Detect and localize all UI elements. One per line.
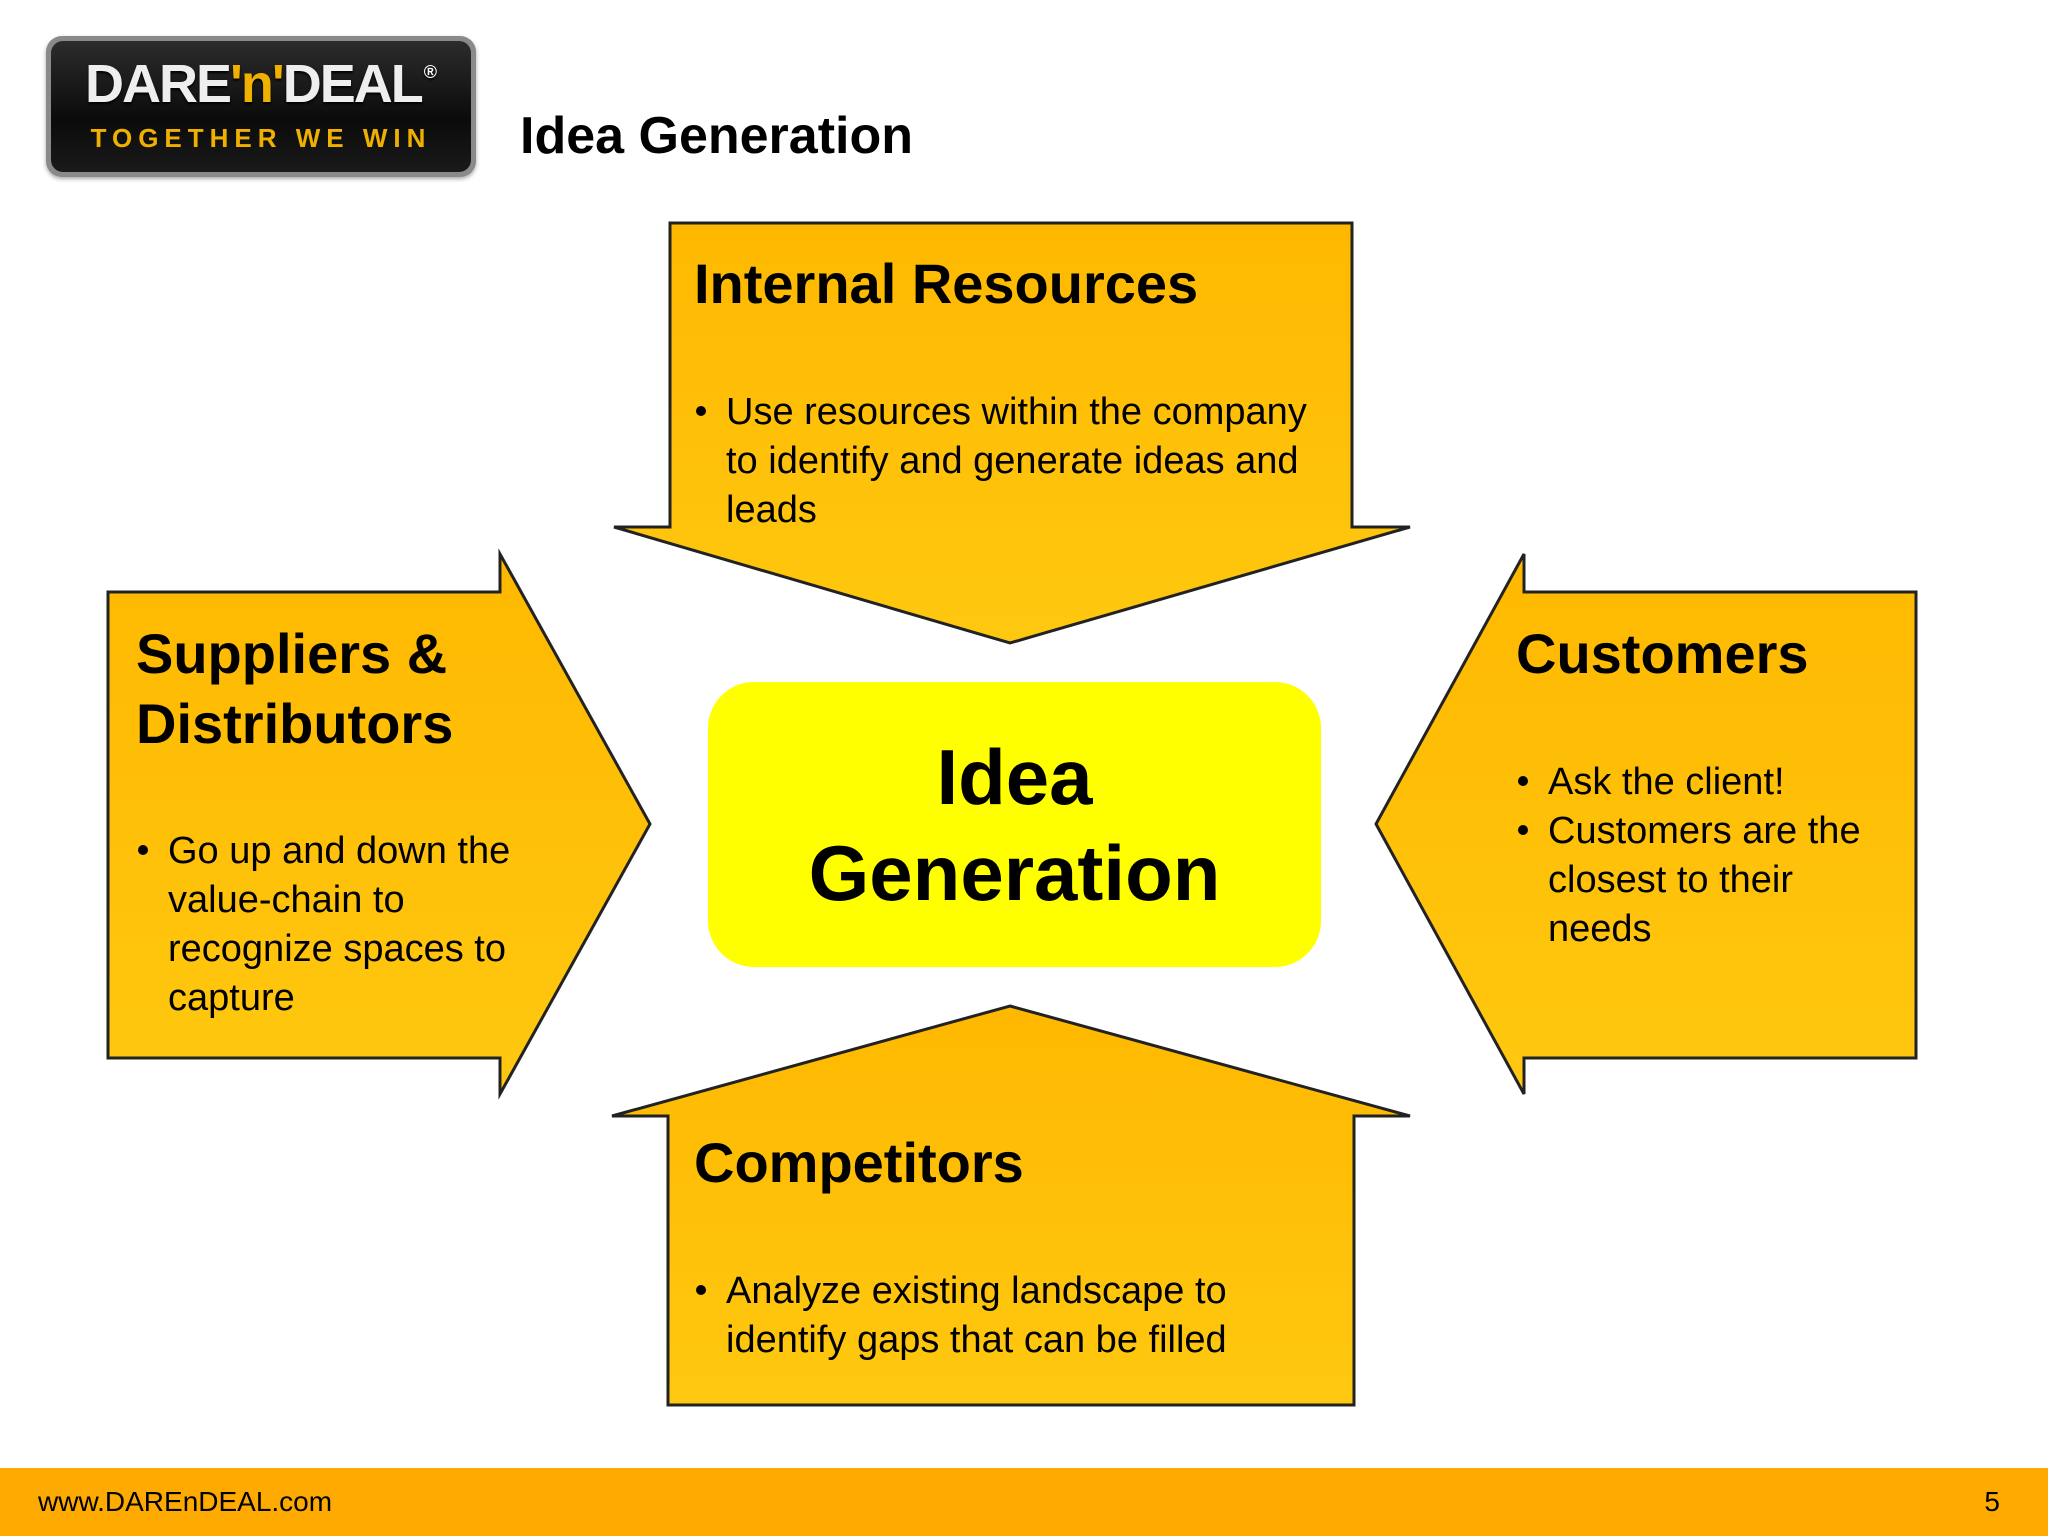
idea-generation-center: Idea Generation [708,682,1321,967]
suppliers-distributors-bullets: Go up and down the value-chain to recogn… [136,827,516,1023]
bullet-item: Go up and down the value-chain to recogn… [136,827,516,1023]
internal-resources-bullets: Use resources within the company to iden… [694,388,1344,535]
competitors-title: Competitors [694,1131,1024,1194]
logo-tagline: TOGETHER WE WIN [90,123,432,153]
bottom-arrow [611,1004,1411,1407]
bullet-item: Use resources within the company to iden… [694,388,1344,535]
customers-title: Customers [1516,622,1809,685]
slide-title: Idea Generation [520,107,913,165]
customers-bullets: Ask the client! Customers are the closes… [1516,758,1906,954]
logo-wordmark: DARE'n'DEAL® [85,54,437,114]
footer-url[interactable]: www.DAREnDEAL.com [38,1486,333,1517]
competitors-bullets: Analyze existing landscape to identify g… [694,1267,1344,1365]
footer-bar: www.DAREnDEAL.com 5 [0,1468,2048,1536]
center-label: Idea Generation [808,732,1221,917]
internal-resources-title: Internal Resources [694,252,1199,315]
bullet-item: Analyze existing landscape to identify g… [694,1267,1344,1365]
left-arrow [106,548,652,1100]
bullet-item: Ask the client! [1516,758,1906,807]
bullet-item: Customers are the closest to their needs [1516,807,1906,954]
suppliers-distributors-title: Suppliers & Distributors [136,622,454,755]
dare-n-deal-logo: DARE'n'DEAL® TOGETHER WE WIN [46,36,476,177]
top-arrow [613,221,1411,645]
page-number: 5 [1984,1486,2000,1517]
right-arrow [1374,553,1918,1095]
